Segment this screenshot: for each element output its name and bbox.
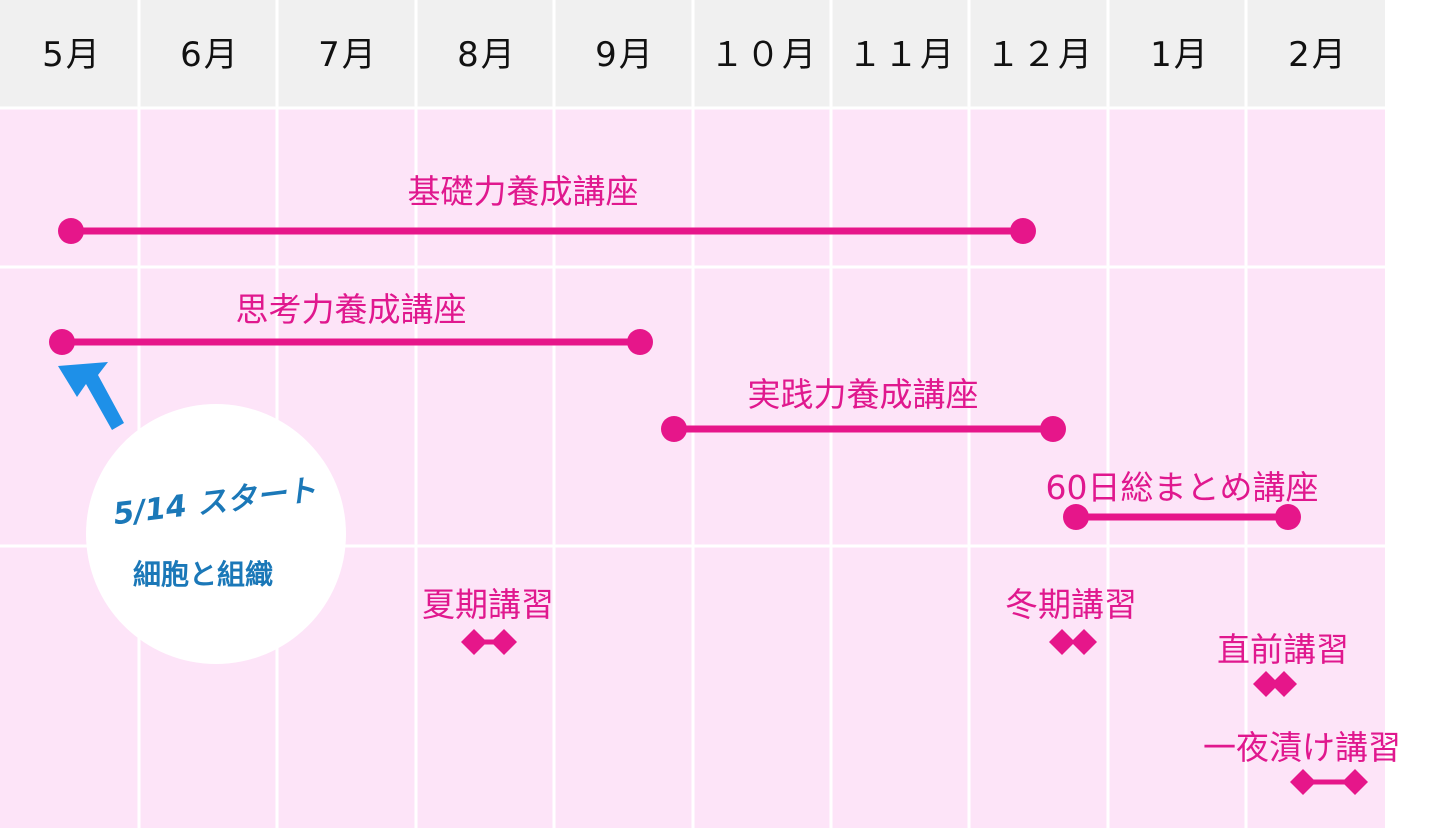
session-summer: 夏期講習: [422, 585, 554, 655]
month-label: １２月: [986, 35, 1094, 75]
month-label: 8月: [457, 35, 517, 75]
month-label: 2月: [1288, 35, 1348, 75]
session-label: 夏期講習: [422, 585, 554, 624]
start-callout-subtitle: 細胞と組織: [133, 558, 273, 591]
month-header: 5月 6月 7月 8月 9月 １０月 １１月 １２月 1月 2月: [42, 35, 1348, 75]
session-label: 直前講習: [1217, 630, 1349, 669]
session-end-diamond: [1271, 671, 1297, 697]
month-label: 9月: [595, 35, 655, 75]
session-ichiya: 一夜漬け講習: [1203, 728, 1401, 795]
course-start-dot: [1063, 504, 1089, 530]
month-label: １０月: [710, 35, 818, 75]
session-label: 一夜漬け講習: [1203, 728, 1401, 767]
course-bar-matome: 60日総まとめ講座: [1046, 468, 1319, 530]
session-start-diamond: [461, 629, 487, 655]
session-end-diamond: [1342, 769, 1368, 795]
course-label: 思考力養成講座: [236, 290, 467, 329]
month-label: 7月: [318, 35, 378, 75]
session-end-diamond: [1071, 629, 1097, 655]
session-label: 冬期講習: [1005, 585, 1137, 624]
start-callout-bubble: [86, 404, 346, 664]
session-end-diamond: [491, 629, 517, 655]
up-left-arrow-icon: [58, 362, 124, 430]
course-end-dot: [1040, 416, 1066, 442]
month-label: 5月: [42, 35, 102, 75]
month-label: 1月: [1150, 35, 1210, 75]
course-end-dot: [1010, 218, 1036, 244]
session-start-diamond: [1253, 671, 1279, 697]
course-end-dot: [627, 329, 653, 355]
session-winter: 冬期講習: [1005, 585, 1137, 655]
session-chokuzen: 直前講習: [1217, 630, 1349, 697]
course-bar-kiso: 基礎力養成講座: [58, 172, 1036, 244]
session-start-diamond: [1290, 769, 1316, 795]
course-label: 基礎力養成講座: [408, 172, 639, 211]
session-start-diamond: [1049, 629, 1075, 655]
course-bar-shikou: 思考力養成講座: [49, 290, 653, 355]
course-start-dot: [661, 416, 687, 442]
start-callout: 5/14 スタート 細胞と組織: [58, 362, 346, 664]
month-grid-lines: [137, 0, 1248, 828]
month-label: １１月: [848, 35, 956, 75]
course-start-dot: [49, 329, 75, 355]
course-label: 60日総まとめ講座: [1046, 468, 1319, 507]
course-label: 実践力養成講座: [748, 375, 979, 414]
course-end-dot: [1275, 504, 1301, 530]
course-start-dot: [58, 218, 84, 244]
course-bar-jissen: 実践力養成講座: [661, 375, 1066, 442]
month-label: 6月: [180, 35, 240, 75]
